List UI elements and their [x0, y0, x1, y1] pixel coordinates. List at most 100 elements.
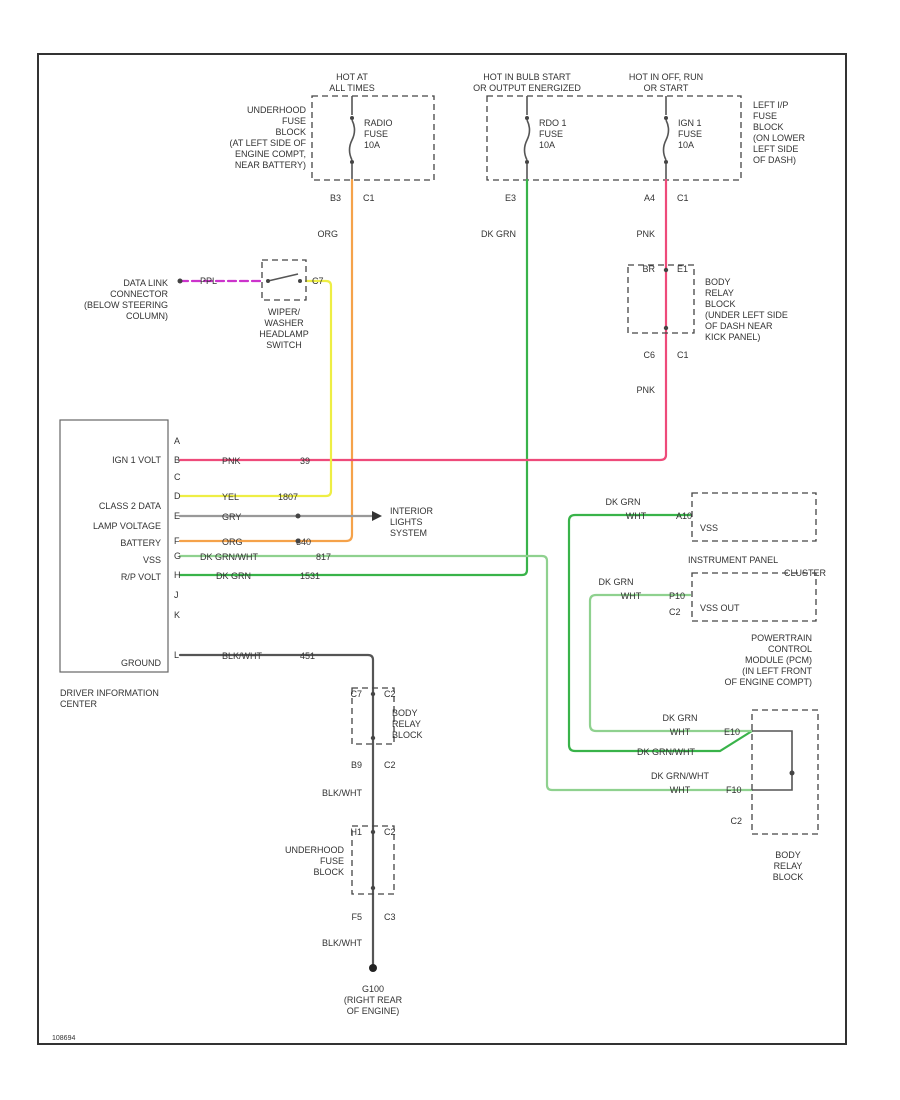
conn-h2: C2 [384, 827, 396, 837]
svg-text:CONNECTOR: CONNECTOR [110, 289, 168, 299]
conn-c6: C6 [643, 350, 655, 360]
radio-fuse: RADIO FUSE 10A [348, 96, 393, 180]
svg-text:H: H [174, 570, 181, 580]
svg-text:R/P VOLT: R/P VOLT [121, 572, 162, 582]
svg-text:GROUND: GROUND [121, 658, 161, 668]
underhood-fuse-block-top-box [311, 95, 435, 181]
dlc-wire-label: PPL [200, 276, 217, 286]
wire-label-dk-grn-wht-b: DK GRN/WHT [637, 747, 695, 757]
wire-label-dk-grn-b: DK GRN [598, 577, 633, 587]
body-relay-block-bottom-box [751, 709, 819, 835]
underhood-fuse-block-bottom-box [351, 825, 395, 895]
conn-a4: A4 [644, 193, 655, 203]
svg-text:A: A [174, 436, 180, 446]
svg-text:OF DASH): OF DASH) [753, 155, 796, 165]
wire-label-pnk-mid: PNK [636, 385, 655, 395]
hot-in-bulb-start-label: HOT IN BULB START OR OUTPUT ENERGIZED [473, 72, 581, 93]
svg-text:DK GRN/WHT: DK GRN/WHT [200, 552, 258, 562]
svg-text:YEL: YEL [222, 492, 239, 502]
svg-text:ORG: ORG [222, 537, 243, 547]
svg-text:817: 817 [316, 552, 331, 562]
svg-text:OR START: OR START [644, 83, 689, 93]
wire-label-dk-grn-c: DK GRN [662, 713, 697, 723]
rdo1-fuse: RDO 1 FUSE 10A [523, 96, 567, 180]
svg-text:COLUMN): COLUMN) [126, 311, 168, 321]
wire-label-org: ORG [317, 229, 338, 239]
svg-text:B: B [174, 455, 180, 465]
conn-c1b: C1 [677, 193, 689, 203]
svg-text:(BELOW STEERING: (BELOW STEERING [84, 300, 168, 310]
svg-text:G100: G100 [362, 984, 384, 994]
conn-c2d: C2 [730, 816, 742, 826]
svg-text:FUSE: FUSE [539, 129, 563, 139]
conn-c1a: C1 [363, 193, 375, 203]
svg-text:DRIVER INFORMATION: DRIVER INFORMATION [60, 688, 159, 698]
splice-orange [295, 538, 301, 544]
conn-e1: E1 [677, 264, 688, 274]
svg-text:NEAR BATTERY): NEAR BATTERY) [235, 160, 306, 170]
svg-text:UNDERHOOD: UNDERHOOD [247, 105, 307, 115]
svg-text:BODY: BODY [775, 850, 801, 860]
svg-text:GRY: GRY [222, 512, 241, 522]
svg-text:BLOCK: BLOCK [313, 867, 344, 877]
conn-c2: C2 [384, 689, 396, 699]
wire-label-wht-c: WHT [670, 727, 691, 737]
svg-text:E: E [174, 511, 180, 521]
conn-b3: B3 [330, 193, 341, 203]
svg-text:C: C [174, 472, 181, 482]
ground-g100-label: G100 (RIGHT REAR OF ENGINE) [344, 984, 403, 1016]
svg-text:UNDERHOOD: UNDERHOOD [285, 845, 345, 855]
vss-box-label: VSS [700, 523, 718, 533]
wire-label-dk-grn-a: DK GRN [605, 497, 640, 507]
svg-text:FUSE: FUSE [320, 856, 344, 866]
svg-text:RELAY: RELAY [392, 719, 421, 729]
svg-text:POWERTRAIN: POWERTRAIN [751, 633, 812, 643]
svg-text:CENTER: CENTER [60, 699, 98, 709]
wire-orange-battery [178, 178, 354, 543]
hot-at-all-times-label: HOT AT ALL TIMES [329, 72, 375, 93]
wiper-washer-switch-label: WIPER/ WASHER HEADLAMP SWITCH [259, 307, 309, 350]
wire-green-rp-volt [178, 178, 529, 577]
svg-text:BODY: BODY [705, 277, 731, 287]
svg-text:D: D [174, 491, 181, 501]
conn-b9: B9 [351, 760, 362, 770]
svg-text:340: 340 [296, 537, 311, 547]
svg-text:HEADLAMP: HEADLAMP [259, 329, 309, 339]
wire-label-dk-grn: DK GRN [481, 229, 516, 239]
dic-function-labels: IGN 1 VOLT CLASS 2 DATA LAMP VOLTAGE BAT… [93, 455, 162, 668]
hot-in-off-run-label: HOT IN OFF, RUN OR START [629, 72, 703, 93]
conn-c2b: C2 [384, 760, 396, 770]
wiper-washer-switch-box [261, 259, 307, 301]
svg-text:KICK PANEL): KICK PANEL) [705, 332, 760, 342]
interior-lights-label: INTERIOR LIGHTS SYSTEM [390, 506, 434, 538]
wire-lightgreen-vss-out-b [588, 593, 754, 733]
svg-text:CONTROL: CONTROL [768, 644, 812, 654]
switch-pin-a: C7 [312, 276, 324, 286]
body-relay-block-top-label: BODY RELAY BLOCK (UNDER LEFT SIDE OF DAS… [705, 277, 788, 342]
conn-f10: F10 [726, 785, 742, 795]
svg-text:(IN LEFT FRONT: (IN LEFT FRONT [742, 666, 812, 676]
rdo-ign-fuse-block-box [486, 95, 742, 181]
svg-text:BLOCK: BLOCK [753, 122, 784, 132]
wire-green-vss-out-a [567, 513, 754, 753]
svg-text:FUSE: FUSE [364, 129, 388, 139]
svg-text:FUSE: FUSE [678, 129, 702, 139]
svg-text:1531: 1531 [300, 571, 320, 581]
svg-text:LIGHTS: LIGHTS [390, 517, 423, 527]
underhood-fuse-block-top-label: UNDERHOOD FUSE BLOCK (AT LEFT SIDE OF EN… [229, 105, 306, 170]
svg-text:LAMP VOLTAGE: LAMP VOLTAGE [93, 521, 161, 531]
vss-box [691, 492, 817, 542]
svg-text:10A: 10A [678, 140, 694, 150]
dic-wire-labels: PNK 39 YEL 1807 GRY ORG 340 DK GRN/WHT 8… [200, 456, 331, 661]
wire-label-dk-grn-d: DK GRN/WHT [651, 771, 709, 781]
dlc-pin [177, 278, 183, 284]
dic-pin-letters: A B C D E F G H J K L [174, 436, 181, 660]
wire-label-pnk-top: PNK [636, 229, 655, 239]
svg-text:WIPER/: WIPER/ [268, 307, 301, 317]
svg-text:K: K [174, 610, 180, 620]
wire-label-wht-b: WHT [621, 591, 642, 601]
svg-text:(RIGHT REAR: (RIGHT REAR [344, 995, 403, 1005]
conn-c2c: C2 [669, 607, 681, 617]
svg-text:F: F [174, 536, 180, 546]
svg-text:OF DASH NEAR: OF DASH NEAR [705, 321, 773, 331]
